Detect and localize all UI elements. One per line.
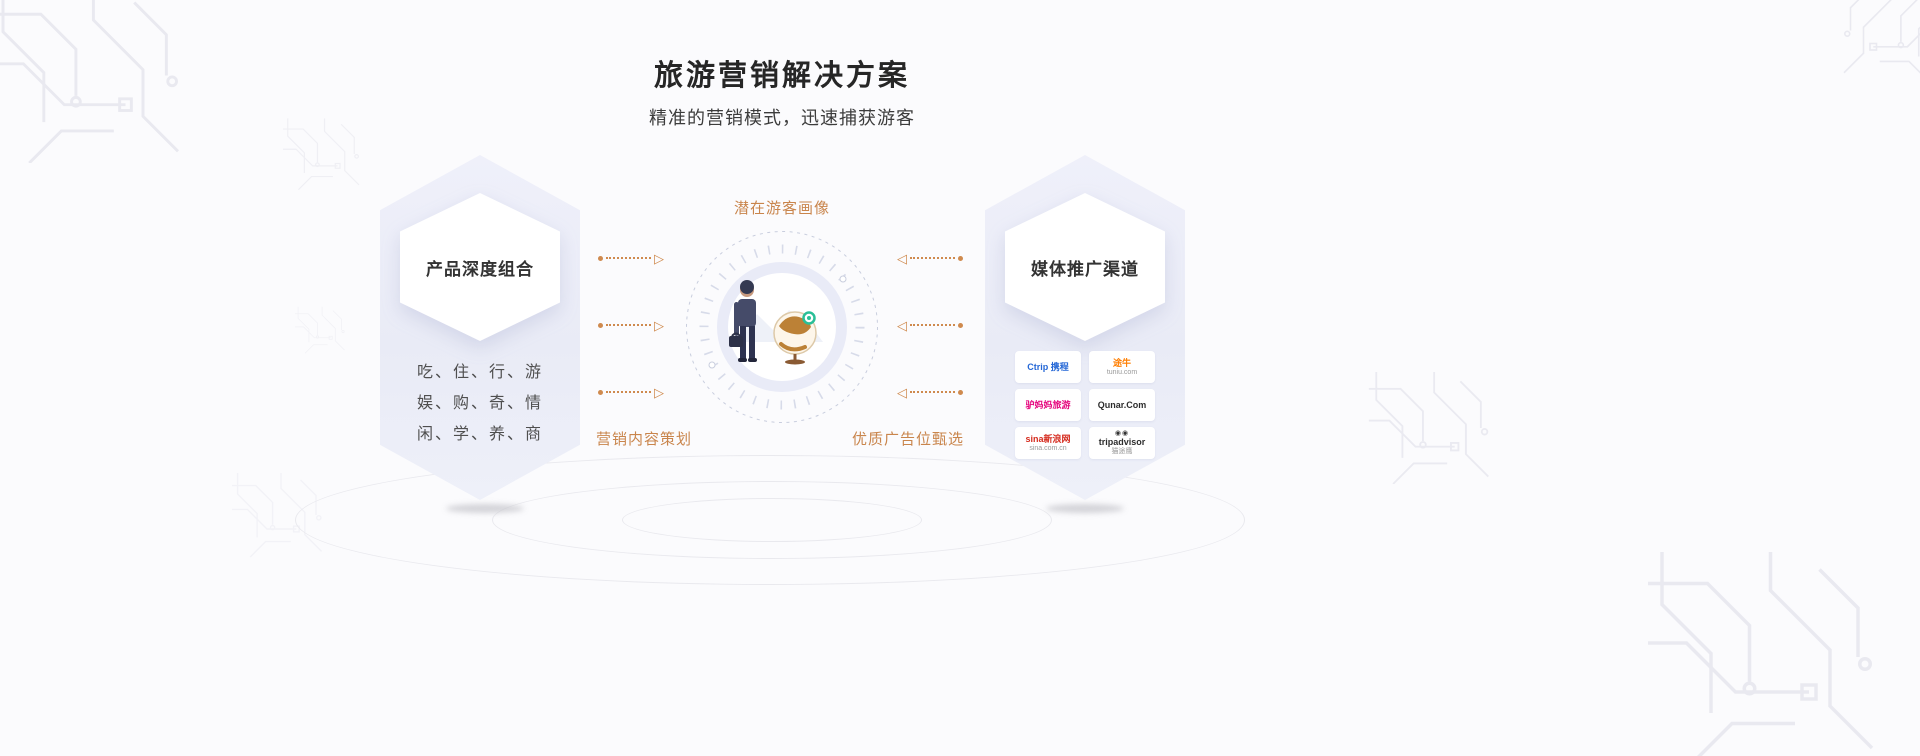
flow-arrow-left-1: ▷ bbox=[598, 251, 664, 265]
logo-sina: sina新浪网 sina.com.cn bbox=[1015, 427, 1081, 459]
dot bbox=[958, 389, 963, 395]
logo-brand: 驴妈妈旅游 bbox=[1025, 399, 1071, 410]
ripple-ring-outer bbox=[295, 455, 1245, 585]
owl-icon: ◉◉ bbox=[1114, 430, 1130, 437]
hexagon-badge: 媒体推广渠道 bbox=[1005, 193, 1165, 341]
flow-arrow-right-1: ◁ bbox=[897, 251, 963, 265]
circuit-decoration-mid-left-2 bbox=[295, 305, 357, 355]
media-logo-grid: Ctrip 携程 途牛 tuniu.com 驴妈妈旅游 Qunar.Com si… bbox=[1015, 351, 1155, 459]
dot bbox=[598, 389, 603, 395]
flow-arrow-left-2: ▷ bbox=[598, 318, 664, 332]
flow-arrow-right-3: ◁ bbox=[897, 385, 963, 399]
logo-brand: sina新浪网 bbox=[1025, 433, 1071, 444]
dot bbox=[958, 255, 963, 261]
dot bbox=[598, 322, 603, 328]
dotted-line bbox=[606, 391, 651, 393]
logo-tuniu: 途牛 tuniu.com bbox=[1089, 351, 1155, 383]
dotted-line bbox=[910, 391, 955, 393]
product-line: 闲、学、养、商 bbox=[416, 426, 543, 443]
ripple-ring-inner bbox=[622, 498, 922, 542]
right-card-title: 媒体推广渠道 bbox=[1031, 259, 1139, 279]
circuit-decoration-top-left bbox=[0, 0, 228, 163]
left-card-shadow bbox=[446, 504, 524, 513]
ripple-ring-middle bbox=[492, 481, 1052, 559]
hub-label-bottom-left: 营销内容策划 bbox=[595, 431, 692, 448]
circuit-decoration-bottom-right bbox=[1648, 552, 1920, 756]
dot bbox=[598, 255, 603, 261]
dotted-line bbox=[910, 257, 955, 259]
circuit-decoration-top-right bbox=[1818, 0, 1920, 83]
page-subtitle: 精准的营销模式，迅速捕获游客 bbox=[649, 108, 915, 128]
logo-ctrip: Ctrip 携程 bbox=[1015, 351, 1081, 383]
arrow-left-icon: ◁ bbox=[897, 250, 907, 266]
arrow-right-icon: ▷ bbox=[654, 250, 664, 266]
hub-label-bottom-right: 优质广告位甄选 bbox=[851, 431, 964, 448]
dotted-line bbox=[910, 324, 955, 326]
logo-lvmama: 驴妈妈旅游 bbox=[1015, 389, 1081, 421]
right-card-shadow bbox=[1046, 504, 1124, 513]
logo-qunar: Qunar.Com bbox=[1089, 389, 1155, 421]
logo-brand: 途牛 bbox=[1112, 357, 1131, 368]
product-combination-card: 产品深度组合 吃、住、行、游 娱、购、奇、情 闲、学、养、商 bbox=[380, 155, 580, 500]
dot bbox=[958, 322, 963, 328]
circuit-decoration-right bbox=[1366, 372, 1521, 484]
audience-profile-hub bbox=[686, 231, 878, 423]
logo-sub: 猫途鹰 bbox=[1111, 448, 1133, 455]
arrow-right-icon: ▷ bbox=[654, 317, 664, 333]
hexagon-badge: 产品深度组合 bbox=[400, 193, 560, 341]
logo-tripadvisor: ◉◉ tripadvisor 猫途鹰 bbox=[1089, 427, 1155, 459]
arrow-left-icon: ◁ bbox=[897, 317, 907, 333]
dotted-line bbox=[606, 257, 651, 259]
dotted-line bbox=[606, 324, 651, 326]
logo-brand: Ctrip 携程 bbox=[1027, 361, 1069, 372]
hub-label-top: 潜在游客画像 bbox=[733, 200, 830, 217]
circuit-decoration-mid-left bbox=[283, 118, 378, 190]
logo-brand: tripadvisor bbox=[1098, 437, 1146, 447]
left-card-title: 产品深度组合 bbox=[426, 259, 534, 279]
logo-sub: tuniu.com bbox=[1106, 368, 1138, 376]
product-line: 娱、购、奇、情 bbox=[416, 395, 543, 412]
product-line: 吃、住、行、游 bbox=[416, 364, 543, 381]
flow-arrow-right-2: ◁ bbox=[897, 318, 963, 332]
page-title: 旅游营销解决方案 bbox=[653, 60, 910, 92]
arrow-left-icon: ◁ bbox=[897, 384, 907, 400]
flow-arrow-left-3: ▷ bbox=[598, 385, 664, 399]
traveler-illustration bbox=[729, 280, 823, 365]
media-channels-card: 媒体推广渠道 Ctrip 携程 途牛 tuniu.com 驴妈妈旅游 Qunar… bbox=[985, 155, 1185, 500]
hexagon-badge-inner: 媒体推广渠道 bbox=[1005, 193, 1165, 341]
product-categories: 吃、住、行、游 娱、购、奇、情 闲、学、养、商 bbox=[380, 357, 580, 450]
hexagon-badge-inner: 产品深度组合 bbox=[400, 193, 560, 341]
logo-sub: sina.com.cn bbox=[1029, 444, 1067, 452]
logo-brand: Qunar.Com bbox=[1097, 399, 1147, 410]
arrow-right-icon: ▷ bbox=[654, 384, 664, 400]
